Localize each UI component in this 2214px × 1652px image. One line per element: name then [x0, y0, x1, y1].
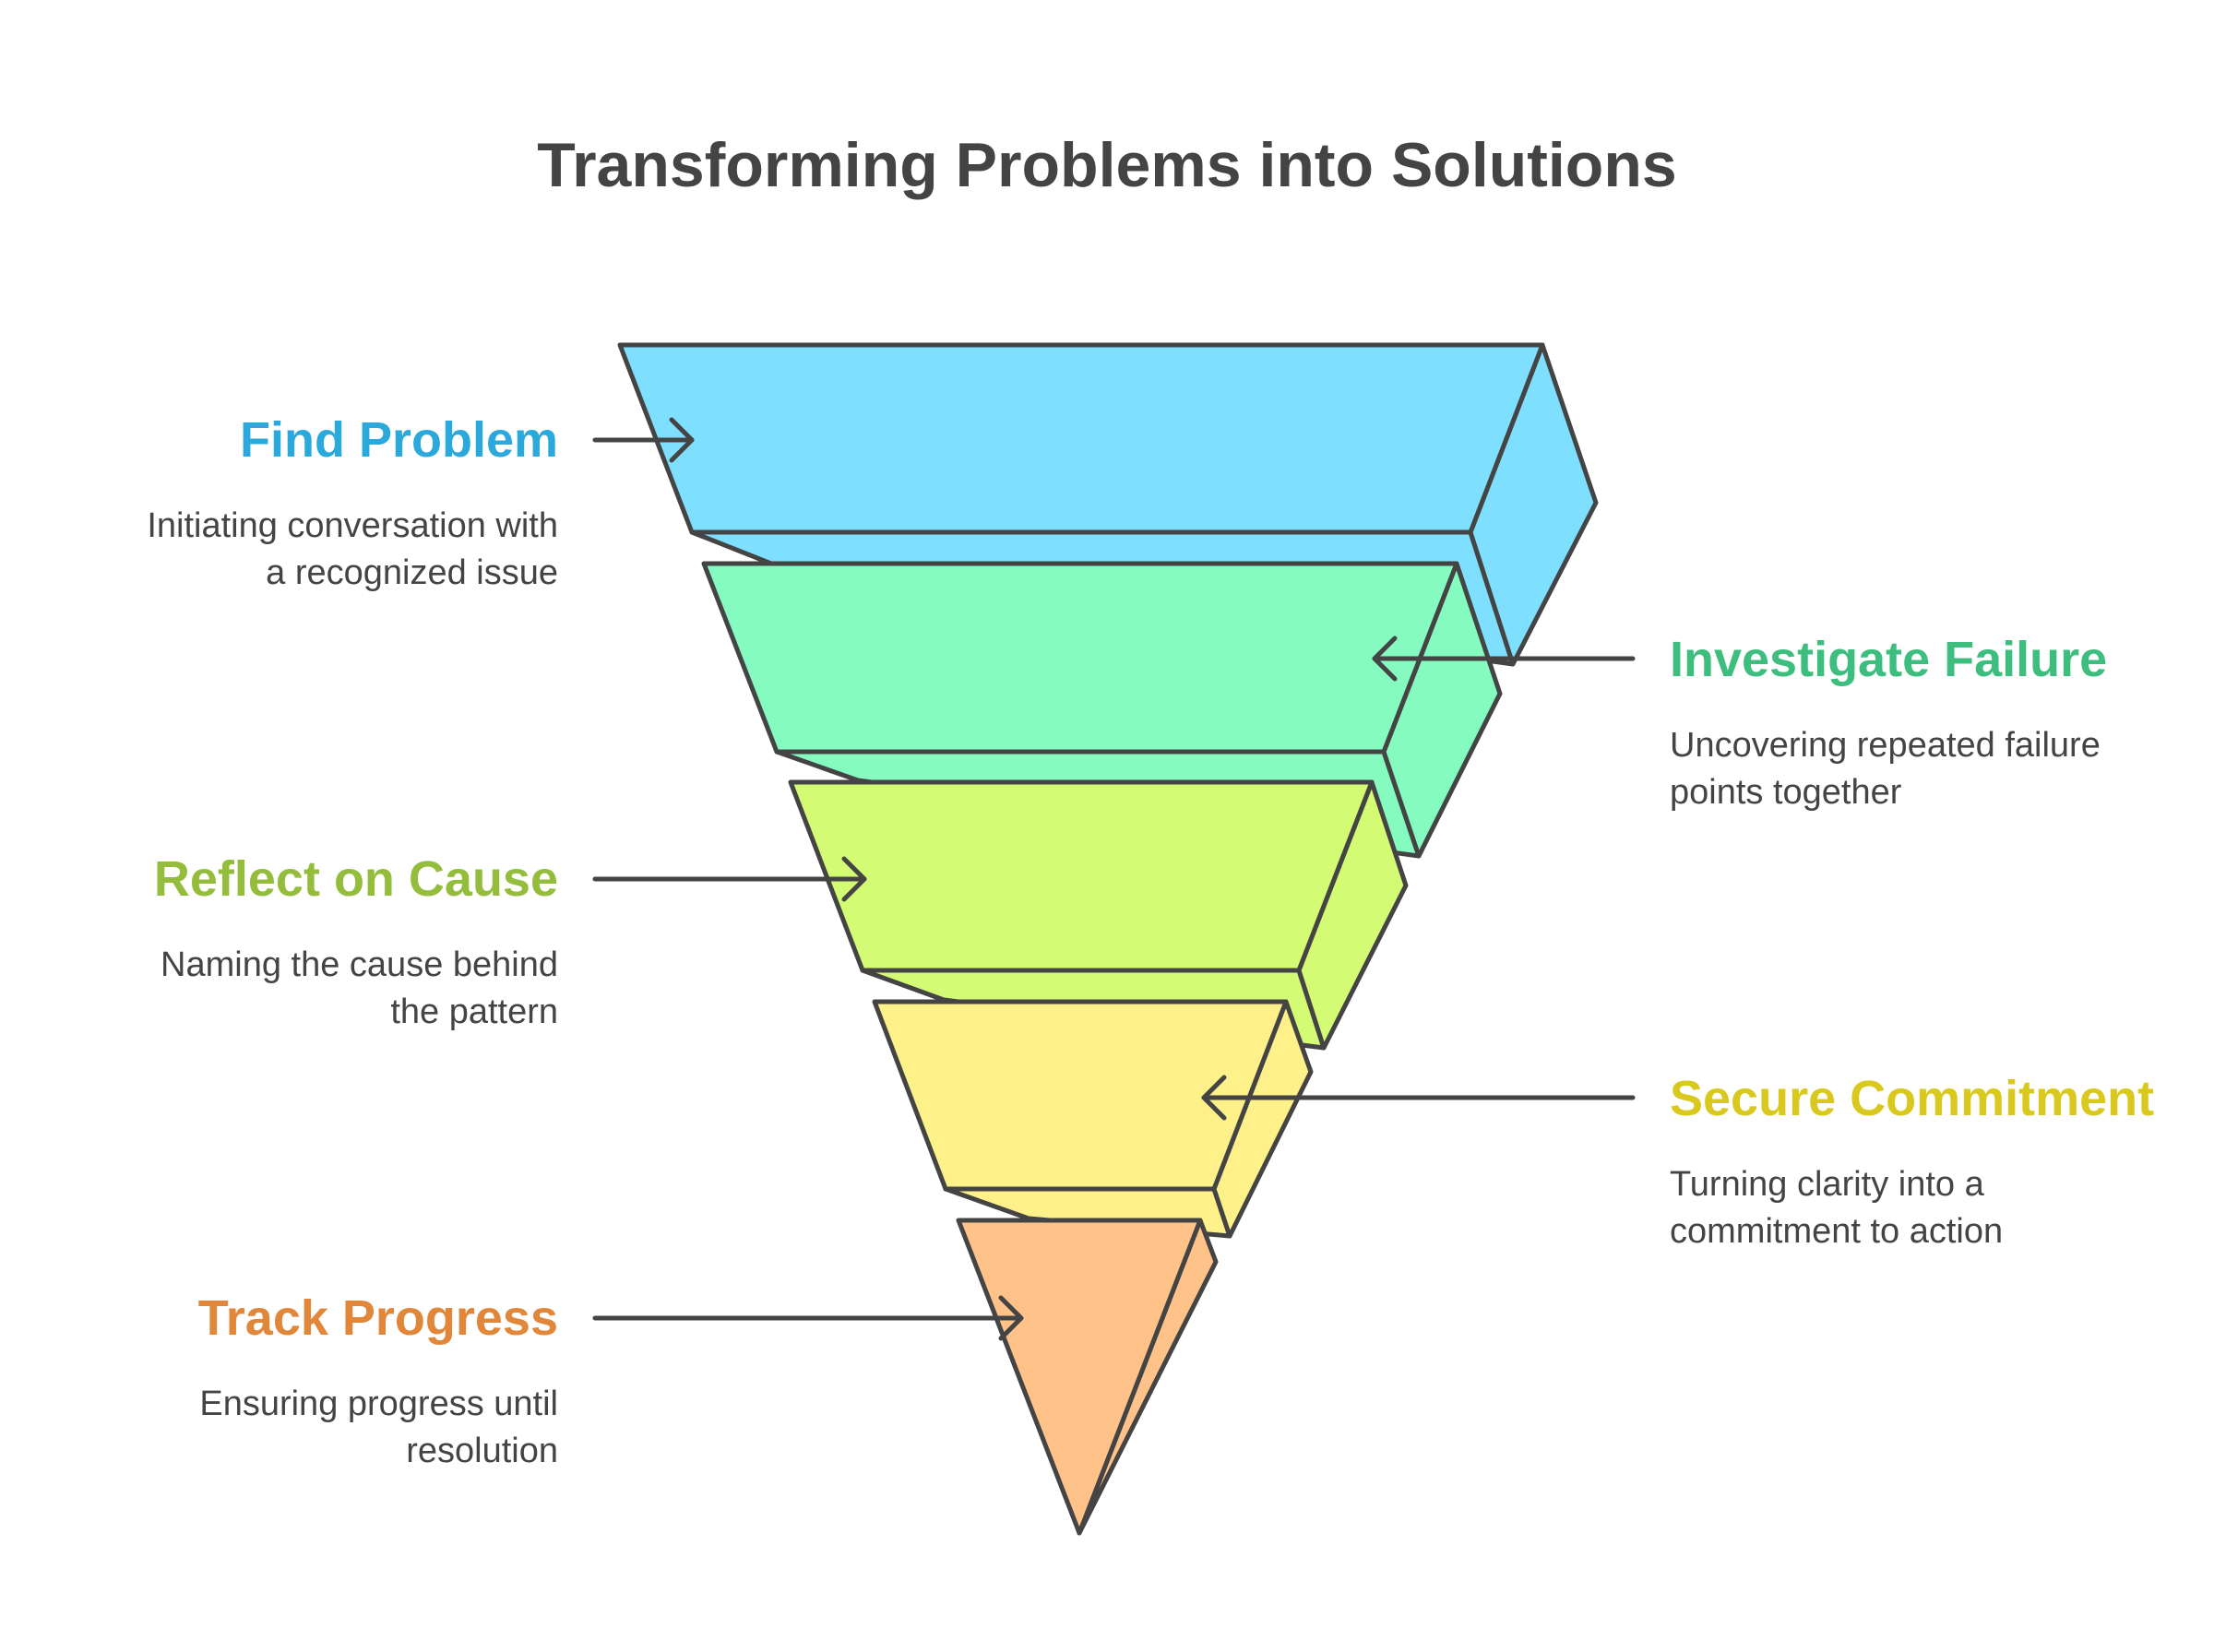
- layer-front-face: [701, 561, 1459, 755]
- funnel-layer-track-progress: [956, 1218, 1219, 1536]
- stage-label-secure-commitment: Secure Commitment: [1670, 1071, 2155, 1126]
- arrow-head: [1372, 636, 1398, 682]
- description-line: Initiating conversation with: [147, 506, 558, 545]
- stage-description-reflect-on-cause: Naming the cause behind the pattern: [0, 942, 558, 1036]
- layer-front-face: [872, 999, 1289, 1192]
- stage-description-secure-commitment: Turning clarity into a commitment to act…: [1670, 1161, 2214, 1255]
- stage-description-investigate-failure: Uncovering repeated failure points toget…: [1670, 722, 2214, 816]
- diagram-title: Transforming Problems into Solutions: [537, 130, 1677, 200]
- arrow-head: [1201, 1075, 1227, 1121]
- stage-label-reflect-on-cause: Reflect on Cause: [153, 851, 558, 907]
- description-line: a recognized issue: [266, 553, 558, 592]
- arrow-head: [669, 417, 695, 463]
- description-line: Uncovering repeated failure: [1670, 726, 2101, 765]
- description-line: resolution: [406, 1432, 558, 1470]
- stage-description-find-problem: Initiating conversation with a recognize…: [0, 503, 558, 597]
- stage-label-find-problem: Find Problem: [239, 412, 558, 468]
- funnel-layer-reflect-on-cause: [788, 779, 1409, 1051]
- funnel-layer-investigate-failure: [701, 561, 1503, 859]
- description-line: Naming the cause behind: [161, 945, 558, 984]
- stage-label-investigate-failure: Investigate Failure: [1670, 632, 2108, 687]
- description-line: the pattern: [390, 992, 558, 1031]
- description-line: commitment to action: [1670, 1212, 2004, 1251]
- layer-front-face: [956, 1218, 1203, 1536]
- pointer-arrow-icon: [1372, 636, 1636, 682]
- arrow-head: [841, 856, 867, 902]
- stage-description-track-progress: Ensuring progress until resolution: [0, 1381, 558, 1475]
- pointer-arrow-icon: [592, 856, 867, 902]
- description-line: points together: [1670, 773, 1902, 812]
- funnel-layer-secure-commitment: [872, 999, 1314, 1239]
- stage-label-track-progress: Track Progress: [197, 1290, 558, 1346]
- pointer-arrow-icon: [1201, 1075, 1636, 1121]
- pointer-arrow-icon: [592, 417, 695, 463]
- pointer-arrow-icon: [592, 1295, 1024, 1341]
- description-line: Turning clarity into a: [1670, 1165, 1984, 1204]
- layer-front-face: [617, 342, 1545, 535]
- arrow-head: [998, 1295, 1024, 1341]
- layer-front-face: [788, 779, 1375, 973]
- description-line: Ensuring progress until: [199, 1385, 558, 1423]
